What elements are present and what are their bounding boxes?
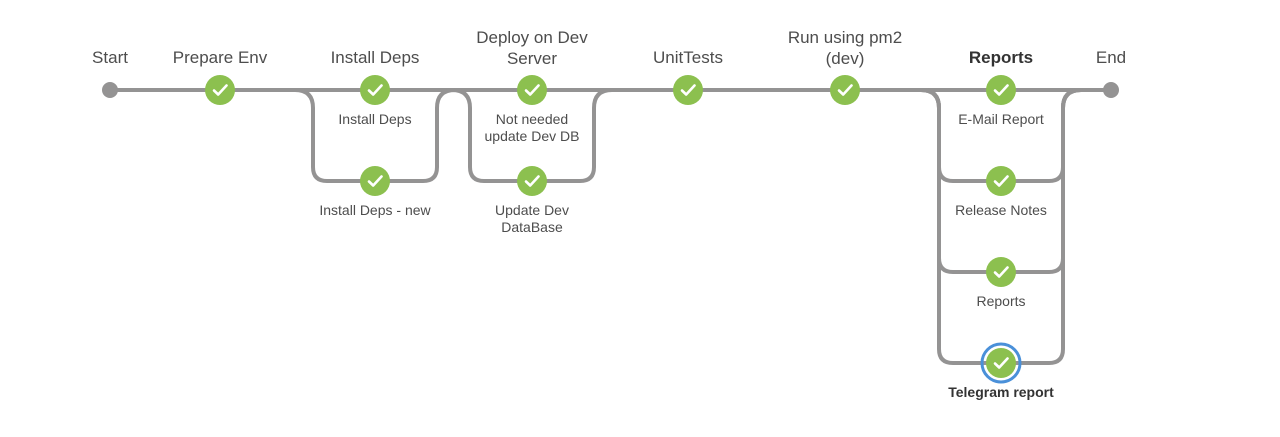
checkmark-icon [367, 84, 383, 96]
branch-node-not-needed-update-dev-db[interactable] [517, 75, 547, 105]
branch-label-install-deps: Install Deps [338, 111, 411, 127]
checkmark-icon [993, 175, 1009, 187]
checkmark-icon [993, 266, 1009, 278]
checkmark-icon [524, 175, 540, 187]
stage-node-unittests[interactable] [673, 75, 703, 105]
branch-label-install-deps-new: Install Deps - new [319, 202, 431, 218]
stage-title-prepare-env: Prepare Env [173, 48, 268, 67]
stage-title-run-using-pm2-dev: Run using pm2(dev) [788, 28, 902, 68]
pipeline-nodes [102, 75, 1119, 384]
end-node [1103, 82, 1119, 98]
stage-node-prepare-env[interactable] [205, 75, 235, 105]
stage-title-unittests: UnitTests [653, 48, 723, 67]
start-label: Start [92, 48, 128, 67]
selected-ring [980, 342, 1022, 384]
branch-label-release-notes: Release Notes [955, 202, 1047, 218]
branch-node-update-dev-database[interactable] [517, 166, 547, 196]
pipeline-connectors [108, 88, 1113, 365]
branch-node-e-mail-report[interactable] [986, 75, 1016, 105]
branch-node-reports[interactable] [986, 257, 1016, 287]
stage-title-reports: Reports [969, 48, 1033, 67]
start-node [102, 82, 118, 98]
stage-node-run-using-pm2-dev[interactable] [830, 75, 860, 105]
checkmark-icon [993, 357, 1009, 369]
checkmark-icon [993, 84, 1009, 96]
checkmark-icon [837, 84, 853, 96]
checkmark-icon [680, 84, 696, 96]
checkmark-icon [524, 84, 540, 96]
branch-node-install-deps[interactable] [360, 75, 390, 105]
branch-node-telegram-report[interactable] [980, 342, 1022, 384]
checkmark-icon [367, 175, 383, 187]
branch-label-telegram-report: Telegram report [948, 384, 1054, 400]
end-label: End [1096, 48, 1126, 67]
branch-connector [919, 88, 1083, 365]
branch-label-reports: Reports [976, 293, 1025, 309]
checkmark-icon [212, 84, 228, 96]
branch-label-e-mail-report: E-Mail Report [958, 111, 1044, 127]
branch-node-install-deps-new[interactable] [360, 166, 390, 196]
branch-node-release-notes[interactable] [986, 166, 1016, 196]
stage-title-install-deps: Install Deps [331, 48, 420, 67]
